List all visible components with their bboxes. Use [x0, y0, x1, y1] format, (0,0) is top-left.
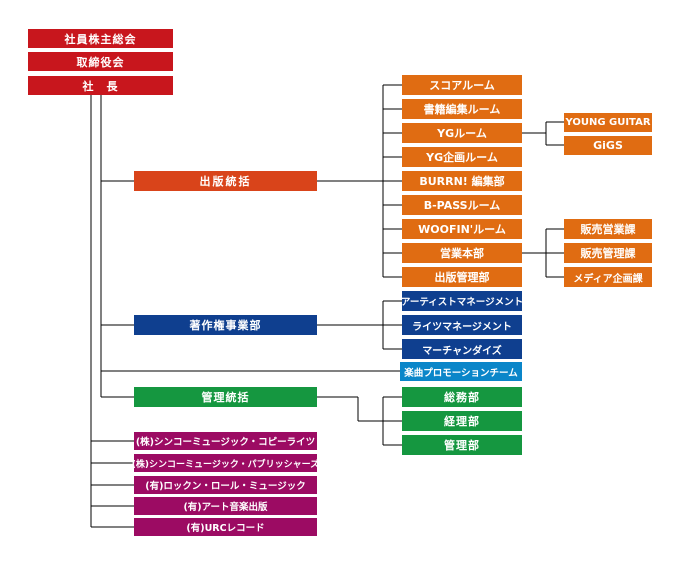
sales-sub-media: メディア企画課 [564, 267, 652, 287]
copyright-unit-artist-mgmt: アーティストマネージメント [401, 291, 523, 311]
admin-head-box: 管理統括 [134, 387, 317, 407]
publishing-unit-admin: 出版管理部 [402, 267, 522, 287]
publishing-unit-woofin: WOOFIN'ルーム [402, 219, 522, 239]
admin-unit-management: 管理部 [402, 435, 522, 455]
president-box: 社 長 [28, 76, 173, 95]
copyright-head-box: 著作権事業部 [134, 315, 317, 335]
sales-sub-sales: 販売営業課 [564, 219, 652, 239]
subsidiary-art-music-publishing: (有)アート音楽出版 [134, 497, 317, 515]
subsidiary-copyrights: (株)シンコーミュージック・コピーライツ [134, 432, 317, 450]
publishing-head-box: 出版統括 [134, 171, 317, 191]
sales-sub-management: 販売管理課 [564, 243, 652, 263]
publishing-unit-book-editing: 書籍編集ルーム [402, 99, 522, 119]
board-box: 取締役会 [28, 52, 173, 71]
yg-sub-gigs: GiGS [564, 136, 652, 155]
publishing-unit-yg-room: YGルーム [402, 123, 522, 143]
subsidiary-urc-records: (有)URCレコード [134, 518, 317, 536]
yg-sub-young-guitar: YOUNG GUITAR [564, 113, 652, 132]
publishing-unit-score-room: スコアルーム [402, 75, 522, 95]
publishing-unit-bpass: B-PASSルーム [402, 195, 522, 215]
publishing-unit-yg-planning: YG企画ルーム [402, 147, 522, 167]
music-promotion-team-box: 楽曲プロモーションチーム [400, 362, 522, 381]
publishing-unit-sales-hq: 営業本部 [402, 243, 522, 263]
copyright-unit-rights-mgmt: ライツマネージメント [402, 315, 522, 335]
admin-unit-accounting: 経理部 [402, 411, 522, 431]
admin-unit-general-affairs: 総務部 [402, 387, 522, 407]
publishing-unit-burrn: BURRN! 編集部 [402, 171, 522, 191]
shareholders-box: 社員株主総会 [28, 29, 173, 48]
subsidiary-publishers: (株)シンコーミュージック・パブリッシャーズ [132, 454, 319, 472]
subsidiary-rock-n-roll-music: (有)ロックン・ロール・ミュージック [134, 476, 317, 494]
copyright-unit-merch: マーチャンダイズ [402, 339, 522, 359]
